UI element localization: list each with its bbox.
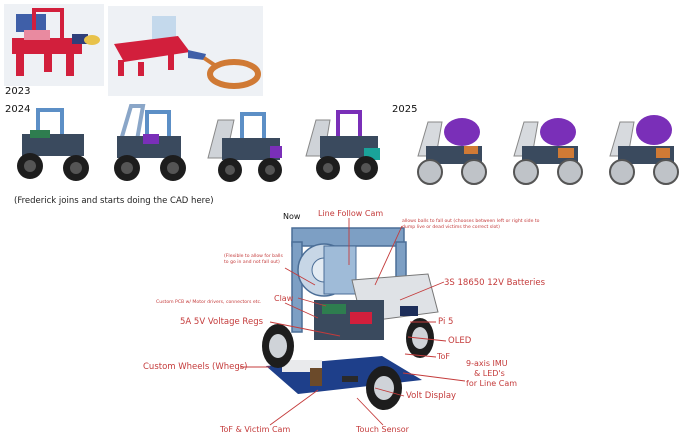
callout-custom-wheels: Custom Wheels (Whegs): [143, 362, 248, 372]
robot-2024-v1-image: [17, 108, 89, 181]
robot-2025-v3-image: [609, 115, 679, 185]
callout-tof: ToF: [437, 352, 451, 361]
year-2025-label: 2025: [392, 104, 418, 115]
callout-voltage-regs: 5A 5V Voltage Regs: [180, 317, 264, 327]
callout-oled: OLED: [448, 336, 472, 346]
robot-2024-v4-image: [305, 110, 380, 180]
callout-balls-fall-out: allows balls to fall out (chooses betwee…: [402, 219, 540, 230]
callout-imu-line1: 9-axis IMU: [466, 359, 508, 368]
callout-line-follow-cam: Line Follow Cam: [318, 209, 384, 218]
year-2024-label: 2024: [5, 104, 31, 115]
robot-now-image: [262, 227, 439, 410]
callout-imu-line3: for Line Cam: [466, 379, 518, 388]
callout-flexible: (Flexible to allow for balls to go in an…: [224, 254, 283, 265]
callout-batteries: 3S 18650 12V Batteries: [444, 278, 546, 288]
frederick-note: (Frederick joins and starts doing the CA…: [14, 196, 214, 206]
robot-2024-v2-image: [114, 104, 186, 181]
callout-pi5: Pi 5: [438, 317, 454, 327]
robot-2025-v1-image: [417, 118, 487, 185]
robot-2023-v1-image: [4, 4, 104, 86]
year-2023-label: 2023: [5, 86, 31, 97]
robot-2023-v2-image: [108, 6, 263, 96]
callout-custom-pcb: Custom PCB w/ Motor drivers, connectors …: [156, 300, 262, 305]
callout-volt-display: Volt Display: [406, 391, 457, 401]
callout-touch-sensor: Touch Sensor: [356, 425, 409, 434]
now-label: Now: [283, 212, 301, 221]
callout-tof-victim-cam: ToF & Victim Cam: [220, 425, 291, 434]
callout-claw: Claw: [274, 294, 294, 303]
callout-imu-line2: & LED's: [474, 369, 505, 378]
robot-2025-v2-image: [513, 118, 583, 185]
robot-2024-v3-image: [207, 112, 282, 182]
